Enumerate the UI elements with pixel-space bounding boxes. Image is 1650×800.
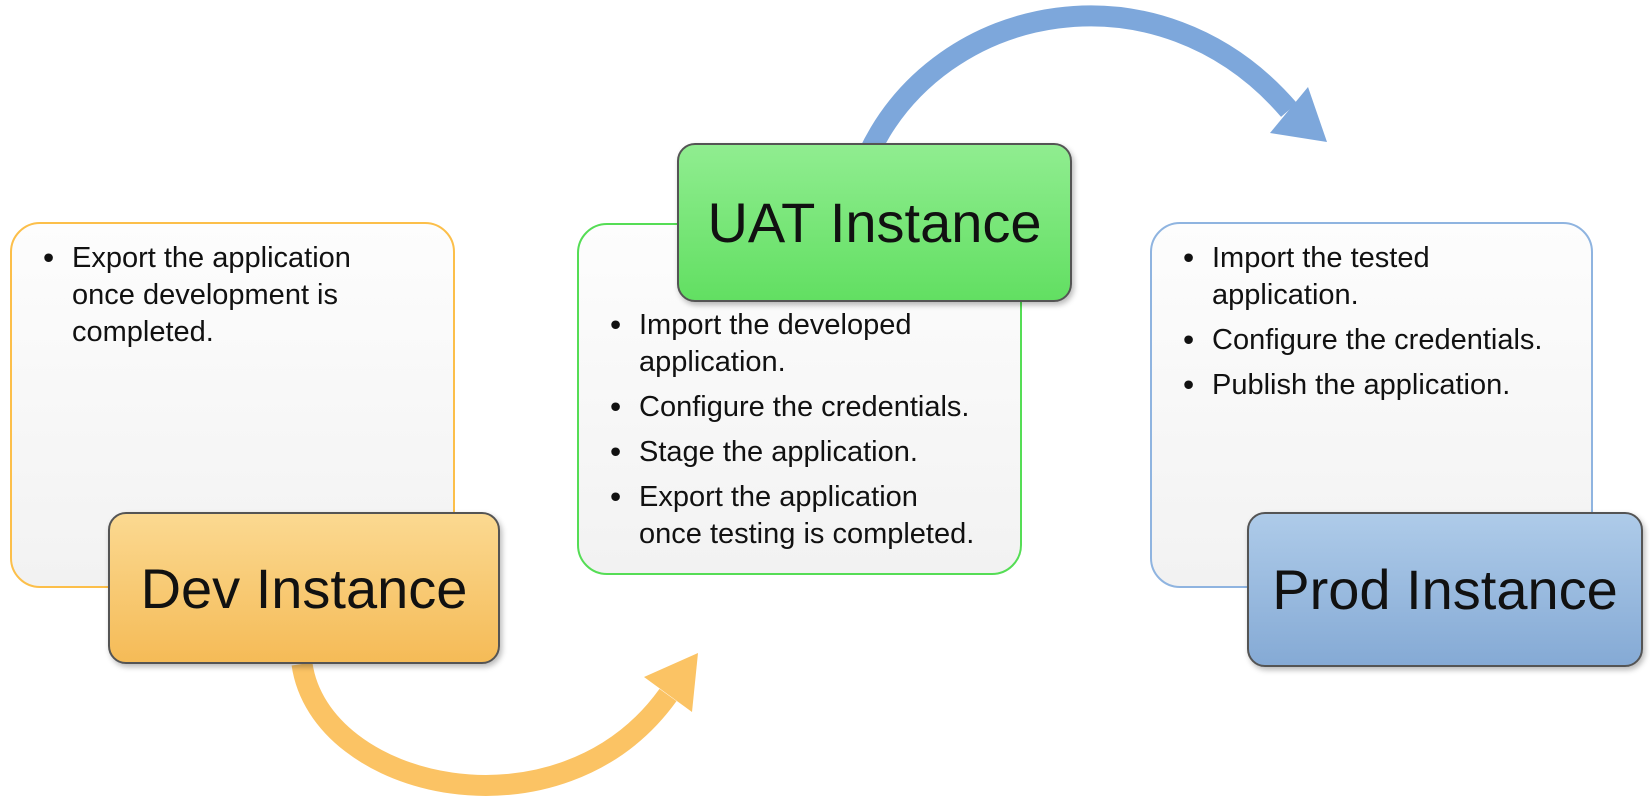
bullet-item: Configure the credentials. (609, 388, 986, 426)
bullet-item: Import the developed application. (609, 306, 986, 381)
bullet-item: Stage the application. (609, 433, 986, 471)
prod-instance-label: Prod Instance (1272, 558, 1618, 621)
arrow-dev-to-uat-head-icon (644, 653, 698, 712)
uat-instance-label: UAT Instance (707, 191, 1042, 254)
bullet-item: Export the application once development … (42, 239, 413, 351)
dev-bullet-list: Export the application once development … (42, 239, 413, 351)
arrow-uat-to-prod-curve (858, 5, 1297, 160)
prod-bullet-list: Import the tested application. Configure… (1182, 239, 1555, 404)
uat-bullet-list: Import the developed application. Config… (609, 306, 986, 553)
bullet-item: Export the application once testing is c… (609, 478, 986, 553)
bullet-item: Import the tested application. (1182, 239, 1555, 314)
dev-instance-box: Dev Instance (108, 512, 500, 664)
bullet-item: Configure the credentials. (1182, 321, 1555, 359)
bullet-item: Publish the application. (1182, 366, 1555, 404)
arrow-uat-to-prod-head-icon (1270, 87, 1327, 142)
prod-instance-box: Prod Instance (1247, 512, 1643, 667)
arrow-dev-to-uat-curve (291, 662, 677, 796)
uat-instance-box: UAT Instance (677, 143, 1072, 302)
arrow-dev-to-uat (291, 653, 698, 796)
dev-instance-label: Dev Instance (140, 556, 468, 620)
arrow-uat-to-prod (858, 5, 1327, 160)
